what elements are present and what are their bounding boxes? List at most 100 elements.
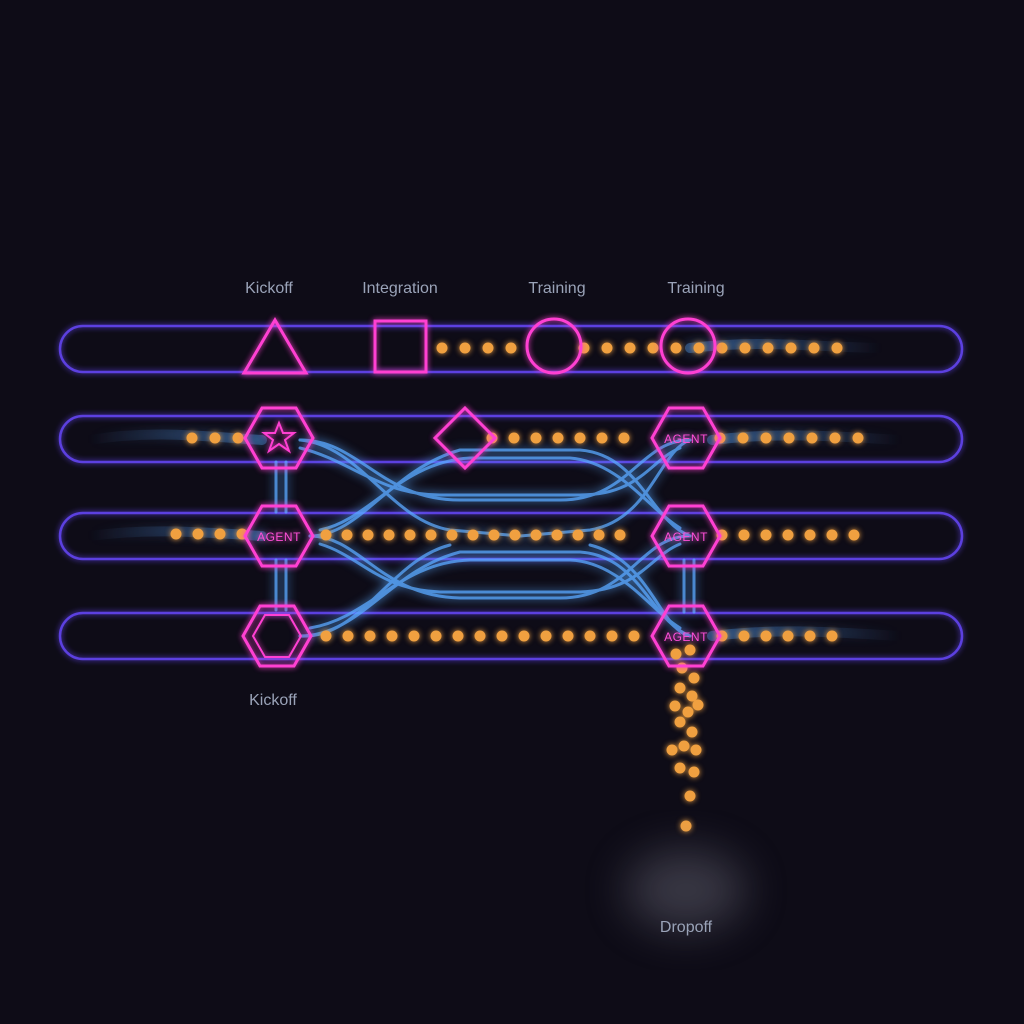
lane-1 bbox=[58, 324, 964, 374]
particle-lane-1 bbox=[459, 342, 471, 354]
particle-lane-2 bbox=[186, 432, 198, 444]
diamond-icon bbox=[432, 405, 498, 471]
braid-lower-5 bbox=[298, 543, 452, 638]
particle-lane-3 bbox=[509, 529, 521, 541]
particle-lane-3 bbox=[383, 529, 395, 541]
particle-dropoff bbox=[684, 790, 696, 802]
particle-lane-4 bbox=[606, 630, 618, 642]
particle-lane-4 bbox=[782, 630, 794, 642]
particle-lane-3 bbox=[572, 529, 584, 541]
particle-lane-4 bbox=[540, 630, 552, 642]
particle-dropoff bbox=[678, 740, 690, 752]
milestones: AGENT AGENT AGENT AGENT bbox=[241, 317, 722, 668]
particle-lane-2 bbox=[737, 432, 749, 444]
particle-dropoff bbox=[670, 648, 682, 660]
particle-dropoff bbox=[692, 699, 704, 711]
particle-lane-2 bbox=[596, 432, 608, 444]
braid-upper-6 bbox=[518, 438, 692, 538]
hexagon-icon bbox=[650, 406, 722, 470]
particle-lane-4 bbox=[408, 630, 420, 642]
particle-lane-4 bbox=[496, 630, 508, 642]
agent-label: AGENT bbox=[664, 432, 708, 446]
stage-label-dropoff: Dropoff bbox=[660, 919, 713, 936]
particle-lane-1 bbox=[831, 342, 843, 354]
stage-labels: Kickoff Integration Training Training Ki… bbox=[245, 280, 724, 936]
stage-label-training-2: Training bbox=[667, 280, 724, 297]
circle-icon bbox=[525, 317, 583, 375]
particle-dropoff bbox=[684, 644, 696, 656]
particle-lane-3 bbox=[467, 529, 479, 541]
particle-lane-2 bbox=[209, 432, 221, 444]
particles bbox=[170, 342, 864, 832]
particle-dropoff bbox=[682, 706, 694, 718]
particle-lane-4 bbox=[320, 630, 332, 642]
particle-lane-3 bbox=[760, 529, 772, 541]
particle-lane-2 bbox=[618, 432, 630, 444]
particle-lane-3 bbox=[488, 529, 500, 541]
square-icon bbox=[373, 319, 428, 374]
flow-streams bbox=[85, 338, 905, 641]
lanes bbox=[58, 324, 964, 661]
particle-lane-1 bbox=[601, 342, 613, 354]
particle-lane-3 bbox=[170, 528, 182, 540]
particle-dropoff bbox=[674, 682, 686, 694]
flow-out-lane-2 bbox=[707, 430, 905, 445]
agent-node-lane-3-right: AGENT bbox=[650, 504, 722, 568]
particle-lane-3 bbox=[341, 529, 353, 541]
particle-lane-3 bbox=[551, 529, 563, 541]
particle-lane-4 bbox=[518, 630, 530, 642]
particle-lane-2 bbox=[574, 432, 586, 444]
agent-node-lane-2: AGENT bbox=[650, 406, 722, 470]
particle-dropoff bbox=[674, 716, 686, 728]
hexagon-double-node bbox=[241, 604, 313, 668]
particle-lane-1 bbox=[505, 342, 517, 354]
particle-lane-3 bbox=[425, 529, 437, 541]
particle-lane-3 bbox=[738, 529, 750, 541]
agent-label: AGENT bbox=[257, 530, 301, 544]
particle-lane-3 bbox=[804, 529, 816, 541]
stage-label-training: Training bbox=[528, 280, 585, 297]
particle-lane-3 bbox=[192, 528, 204, 540]
particle-lane-4 bbox=[760, 630, 772, 642]
particle-lane-3 bbox=[782, 529, 794, 541]
particle-dropoff bbox=[666, 744, 678, 756]
hexagon-icon bbox=[650, 604, 722, 668]
hexagon-inner-icon bbox=[251, 614, 303, 658]
dropoff-smoke bbox=[626, 850, 746, 930]
particle-lane-1 bbox=[624, 342, 636, 354]
hexagon-icon bbox=[650, 504, 722, 568]
particle-lane-3 bbox=[593, 529, 605, 541]
hexagon-icon bbox=[243, 406, 315, 470]
particle-lane-3 bbox=[530, 529, 542, 541]
particle-lane-1 bbox=[693, 342, 705, 354]
particle-lane-4 bbox=[804, 630, 816, 642]
circle-icon-2 bbox=[659, 317, 717, 375]
braid-upper-1 bbox=[298, 438, 692, 502]
particle-dropoff bbox=[669, 700, 681, 712]
particle-lane-3 bbox=[826, 529, 838, 541]
braid-lower-4 bbox=[308, 558, 682, 630]
particle-lane-4 bbox=[364, 630, 376, 642]
particle-lane-4 bbox=[342, 630, 354, 642]
particle-lane-4 bbox=[474, 630, 486, 642]
particle-lane-2 bbox=[806, 432, 818, 444]
particle-lane-2 bbox=[783, 432, 795, 444]
hexagon-icon bbox=[243, 504, 315, 568]
particle-dropoff bbox=[676, 662, 688, 674]
star-icon bbox=[261, 420, 297, 454]
particle-lane-1 bbox=[670, 342, 682, 354]
particle-dropoff bbox=[688, 672, 700, 684]
particle-lane-1 bbox=[436, 342, 448, 354]
braid-upper-2 bbox=[298, 446, 682, 497]
agent-label: AGENT bbox=[664, 630, 708, 644]
particle-lane-4 bbox=[386, 630, 398, 642]
particle-lane-4 bbox=[430, 630, 442, 642]
agent-node-lane-4: AGENT bbox=[650, 604, 722, 668]
braid-upper-4 bbox=[318, 456, 682, 532]
particle-lane-1 bbox=[762, 342, 774, 354]
stage-label-kickoff-bottom: Kickoff bbox=[249, 692, 297, 709]
hexagon-icon bbox=[241, 604, 313, 668]
particle-lane-4 bbox=[562, 630, 574, 642]
particle-lane-2 bbox=[760, 432, 772, 444]
particle-lane-4 bbox=[826, 630, 838, 642]
